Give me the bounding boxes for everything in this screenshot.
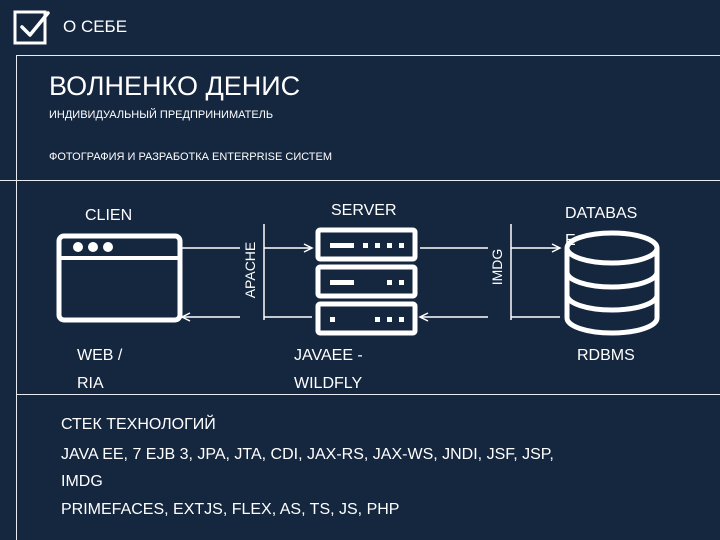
database-icon	[564, 230, 660, 336]
profile-role: ИНДИВИДУАЛЬНЫЙ ПРЕДПРИНИМАТЕЛЬ	[49, 109, 274, 121]
server-title: SERVER	[331, 202, 397, 219]
client-subtitle-2: RIA	[77, 375, 104, 392]
client-title: CLIEN	[85, 207, 133, 224]
profile-activity: ФОТОГРАФИЯ И РАЗРАБОТКА ENTERPRISE СИСТЕ…	[49, 151, 333, 163]
server-subtitle-2: WILDFLY	[294, 375, 363, 392]
checkbox-icon	[12, 8, 52, 46]
arrow-right-icon	[551, 243, 562, 253]
divider-diagram	[16, 394, 720, 395]
frame-top	[16, 55, 720, 56]
database-title: DATABAS	[565, 205, 638, 222]
arrow-left-icon	[418, 312, 429, 322]
stack-line-2: IMDG	[61, 473, 103, 490]
arrow-right-icon	[303, 243, 314, 253]
stack-line-3: PRIMEFACES, EXTJS, FLEX, AS, TS, JS, PHP	[61, 501, 400, 518]
frame-left	[16, 55, 17, 540]
server-rack-icon	[315, 227, 418, 336]
stack-line-1: JAVA EE, 7 EJB 3, JPA, JTA, CDI, JAX-RS,…	[61, 446, 554, 463]
database-subtitle: RDBMS	[577, 347, 635, 364]
profile-name: ВОЛНЕНКО ДЕНИС	[49, 71, 301, 101]
arrow-left-icon	[180, 312, 191, 322]
server-subtitle-1: JAVAEE -	[294, 347, 363, 364]
divider-profile	[0, 180, 720, 181]
client-subtitle-1: WEB /	[77, 347, 123, 364]
browser-window-icon	[56, 233, 183, 323]
stack-title: СТЕК ТЕХНОЛОГИЙ	[61, 416, 216, 433]
header-title: О СЕБЕ	[63, 17, 128, 36]
